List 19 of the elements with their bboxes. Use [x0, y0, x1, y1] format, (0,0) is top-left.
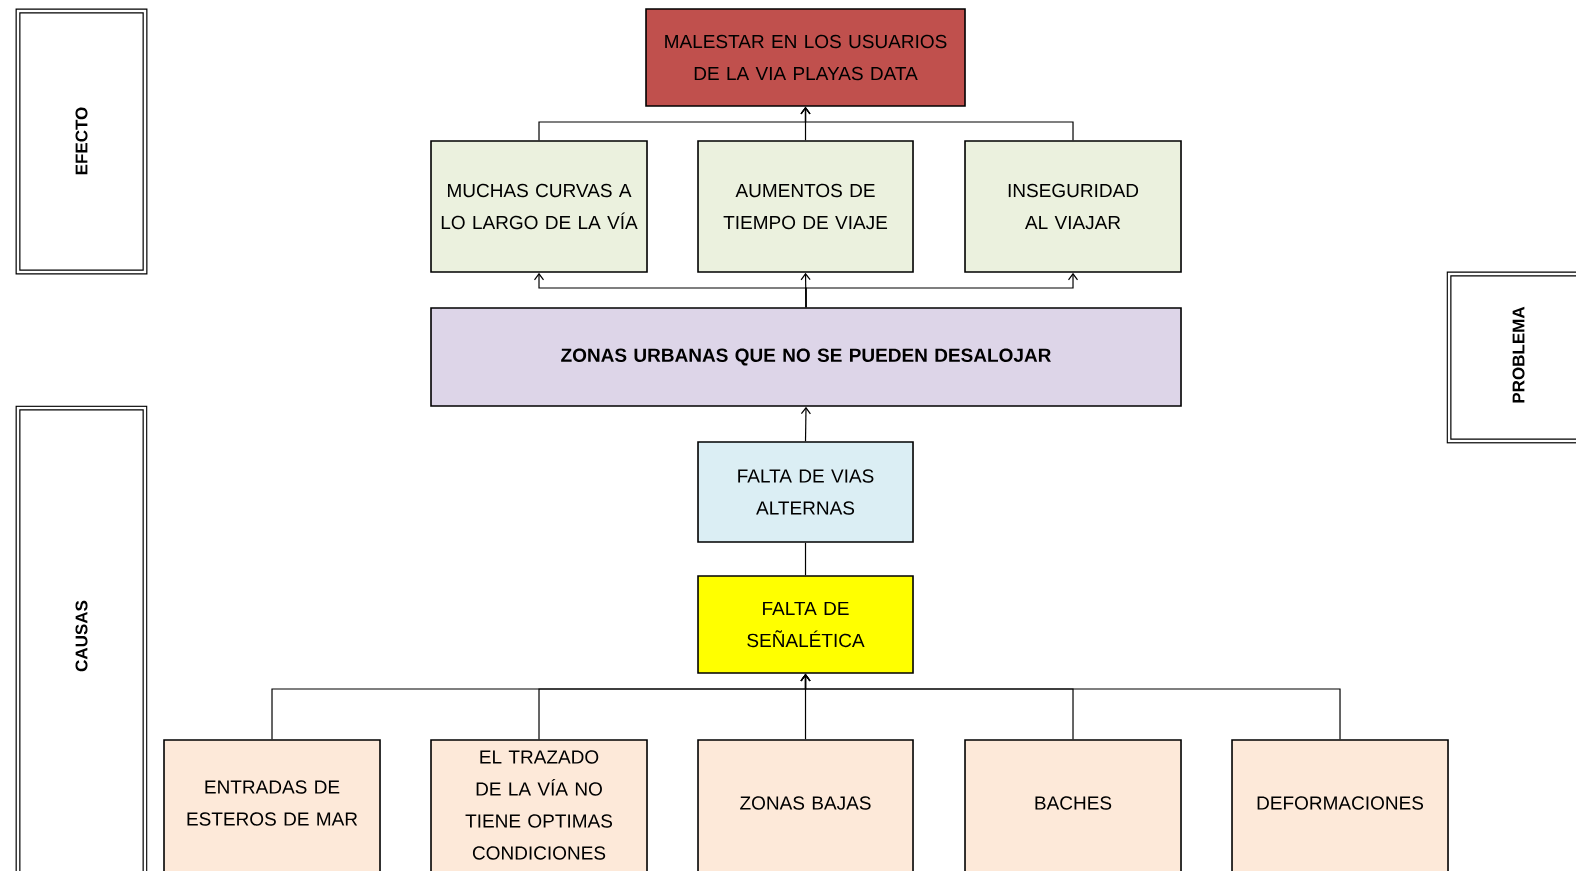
process-box: MUCHAS CURVAS A LO LARGO DE LA VÍA — [430, 140, 648, 273]
arrow — [800, 673, 1341, 740]
label-box: PROBLEMA — [1446, 271, 1576, 444]
process-box: FALTA DE SEÑALÉTICA — [697, 575, 914, 674]
arrow — [805, 272, 1079, 308]
process-box: EL TRAZADO DE LA VÍA NO TIENE OPTIMAS CONDICIONES — [430, 739, 648, 871]
problem-box: ZONAS URBANAS QUE NO SE PUEDEN DESALOJAR — [430, 307, 1182, 407]
arrow — [800, 106, 1074, 141]
label-box: CAUSAS — [15, 405, 148, 871]
arrow — [800, 406, 811, 442]
process-box: BACHES — [964, 739, 1182, 871]
process-box: ENTRADAS DE ESTEROS DE MAR — [163, 739, 381, 871]
process-box: FALTA DE VIAS ALTERNAS — [697, 441, 914, 543]
process-box: AUMENTOS DE TIEMPO DE VIAJE — [697, 140, 914, 273]
process-box: MALESTAR EN LOS USUARIOS DE LA VIA PLAYAS DATA — [645, 8, 966, 107]
process-box: INSEGURIDAD AL VIAJAR — [964, 140, 1182, 273]
process-box: ZONAS BAJAS — [697, 739, 914, 871]
process-box: DEFORMACIONES — [1231, 739, 1449, 871]
label-box: EFECTO — [15, 8, 148, 275]
